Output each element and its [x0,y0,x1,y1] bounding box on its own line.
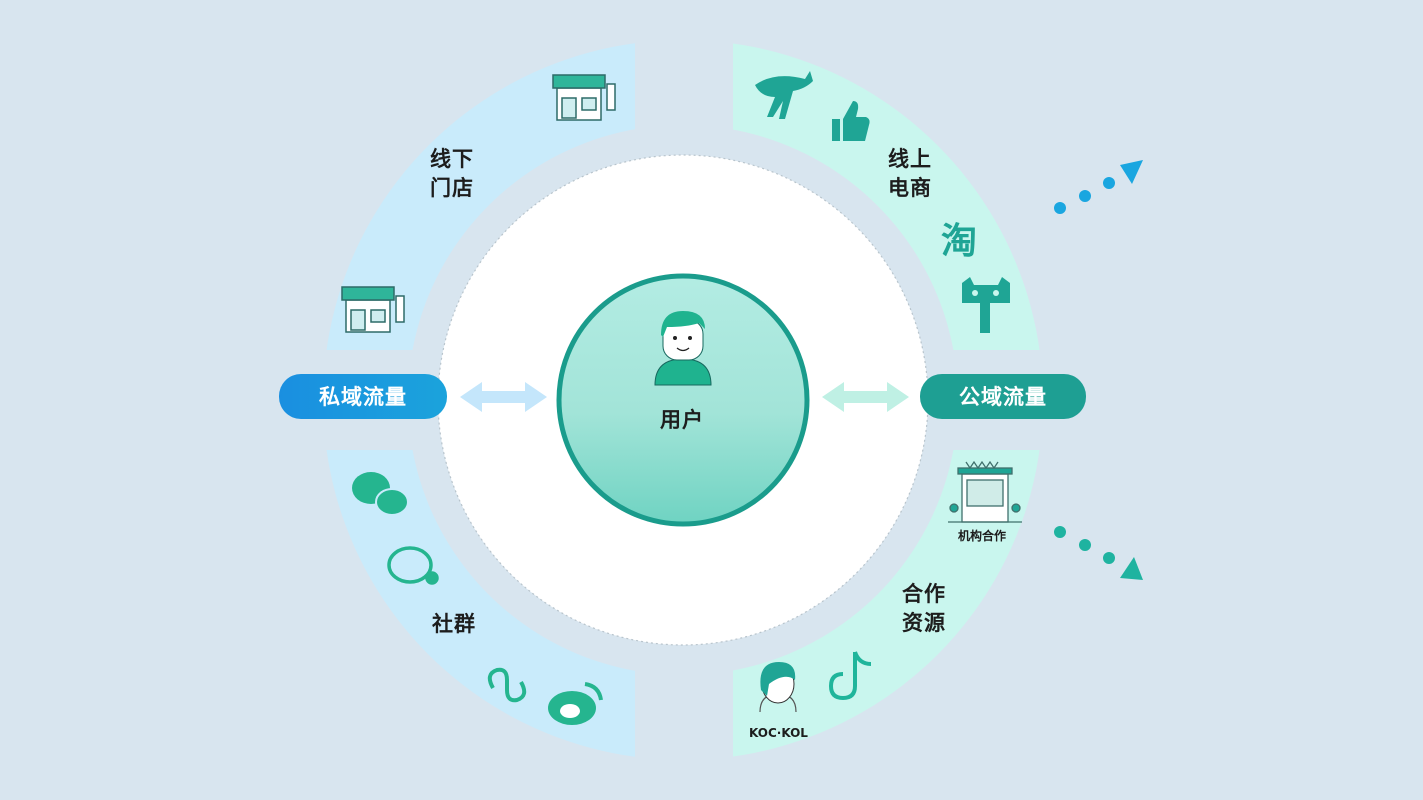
band-community [326,450,635,757]
influencer-icon [759,662,797,713]
institution-label: 机构合作 [958,529,1007,543]
private-traffic-pill-bg [279,374,447,419]
right-double-arrow-icon [822,382,909,412]
thumbs-up-icon [832,101,870,141]
dotted-arrow-down-icon [1054,526,1143,580]
user-avatar-icon [654,311,712,386]
weibo-icon [548,682,603,725]
tiktok-icon [828,651,872,701]
offline-store-label: 线下门店 [430,147,474,200]
online-ecommerce-label: 线上电商 [888,147,932,200]
dotted-arrow-up-icon [1054,160,1143,214]
chat-group-icon [387,546,439,585]
public-traffic-pill-bg [920,374,1086,419]
band-online-ecommerce [733,43,1040,350]
private-traffic-pill: 私域流量 [319,385,407,409]
storefront-icon [552,74,616,121]
svg-text:淘: 淘 [941,221,977,262]
public-traffic-pill: 公域流量 [959,385,1047,409]
building-icon [948,460,1022,523]
mini-program-icon [487,667,527,703]
jd-dog-icon [755,71,813,119]
taobao-icon: 淘 [941,221,977,262]
center-user-label: 用户 [660,408,704,432]
koc-kol-label: KOC·KOL [749,726,808,740]
center-user-circle [556,273,810,527]
band-partner-resources [733,450,1040,757]
tmall-cat-icon [962,277,1010,333]
wechat-icon [352,472,409,516]
left-double-arrow-icon [460,382,547,412]
community-label: 社群 [432,612,476,636]
partner-resources-label: 合作资源 [902,582,946,635]
storefront-icon [341,286,405,333]
